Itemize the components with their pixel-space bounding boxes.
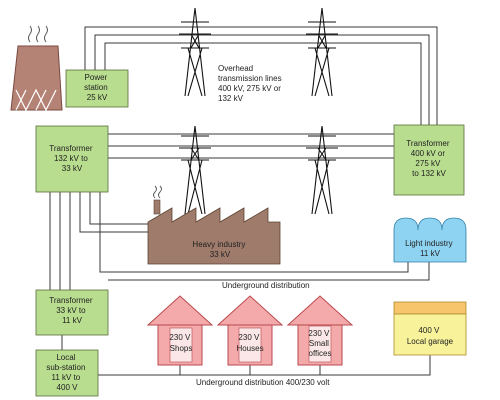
pylon-icon (306, 7, 338, 97)
wires (49, 26, 438, 376)
power-station-box: Power station 25 kV (65, 69, 129, 108)
svg-text:230 V Small office: 230 V Small offices (308, 329, 331, 358)
light-industry-building: Light industry 11 kV (393, 217, 467, 263)
pylon-icon (179, 125, 211, 215)
svg-text:230 V Shops: 230 V Shops (169, 333, 192, 353)
transformer-400-132-box: Transformer 400 kV or 275 kV to 132 kV (393, 124, 465, 196)
power-plant-cooling-tower (10, 25, 63, 112)
svg-text:230 V Houses: 230 V Houses (236, 333, 263, 353)
steam-icon (153, 185, 162, 199)
transformer-132-33-box: Transformer 132 kV to 33 kV (35, 125, 109, 193)
pylon-icon (179, 7, 211, 97)
svg-text:Local sub-station: Local sub-station 11 kV to 400 V (46, 353, 87, 392)
small-offices-building: 230 V Small offices (286, 295, 354, 366)
pylon-icon (306, 125, 338, 215)
local-substation-box: Local sub-station 11 kV to 400 V (35, 349, 99, 397)
local-garage-building: 400 V Local garage (393, 301, 467, 356)
svg-text:Transformer 132 kV to: Transformer 132 kV to 33 kV (49, 144, 95, 173)
shops-building: 230 V Shops (146, 295, 214, 366)
houses-building: 230 V Houses (216, 295, 284, 366)
overhead-label: Overhead transmission lines 400 kV, 275 … (218, 64, 284, 103)
underground-distribution-label: Underground distribution (222, 281, 310, 290)
underground-distribution-volt-label: Underground distribution 400/230 volt (196, 378, 330, 387)
pylons (179, 7, 338, 215)
svg-text:Power station 25 k: Power station 25 kV (84, 73, 110, 102)
svg-text:400 V Local garage: 400 V Local garage (407, 326, 454, 346)
svg-text:Transformer 400 kV or: Transformer 400 kV or 275 kV to 132 kV (406, 139, 452, 178)
factory-icon (147, 207, 281, 265)
steam-icon (28, 25, 48, 43)
svg-text:Heavy industry 33 kV: Heavy industry 33 kV (192, 240, 247, 259)
svg-text:Light industry 11 kV: Light industry 11 kV (405, 239, 455, 258)
transformer-33-11-box: Transformer 33 kV to 11 kV (35, 289, 109, 336)
heavy-industry-factory: Heavy industry 33 kV (147, 185, 281, 265)
cooling-tower-icon (10, 45, 63, 111)
svg-text:Transformer 33 kV to: Transformer 33 kV to 11 kV (49, 296, 95, 325)
